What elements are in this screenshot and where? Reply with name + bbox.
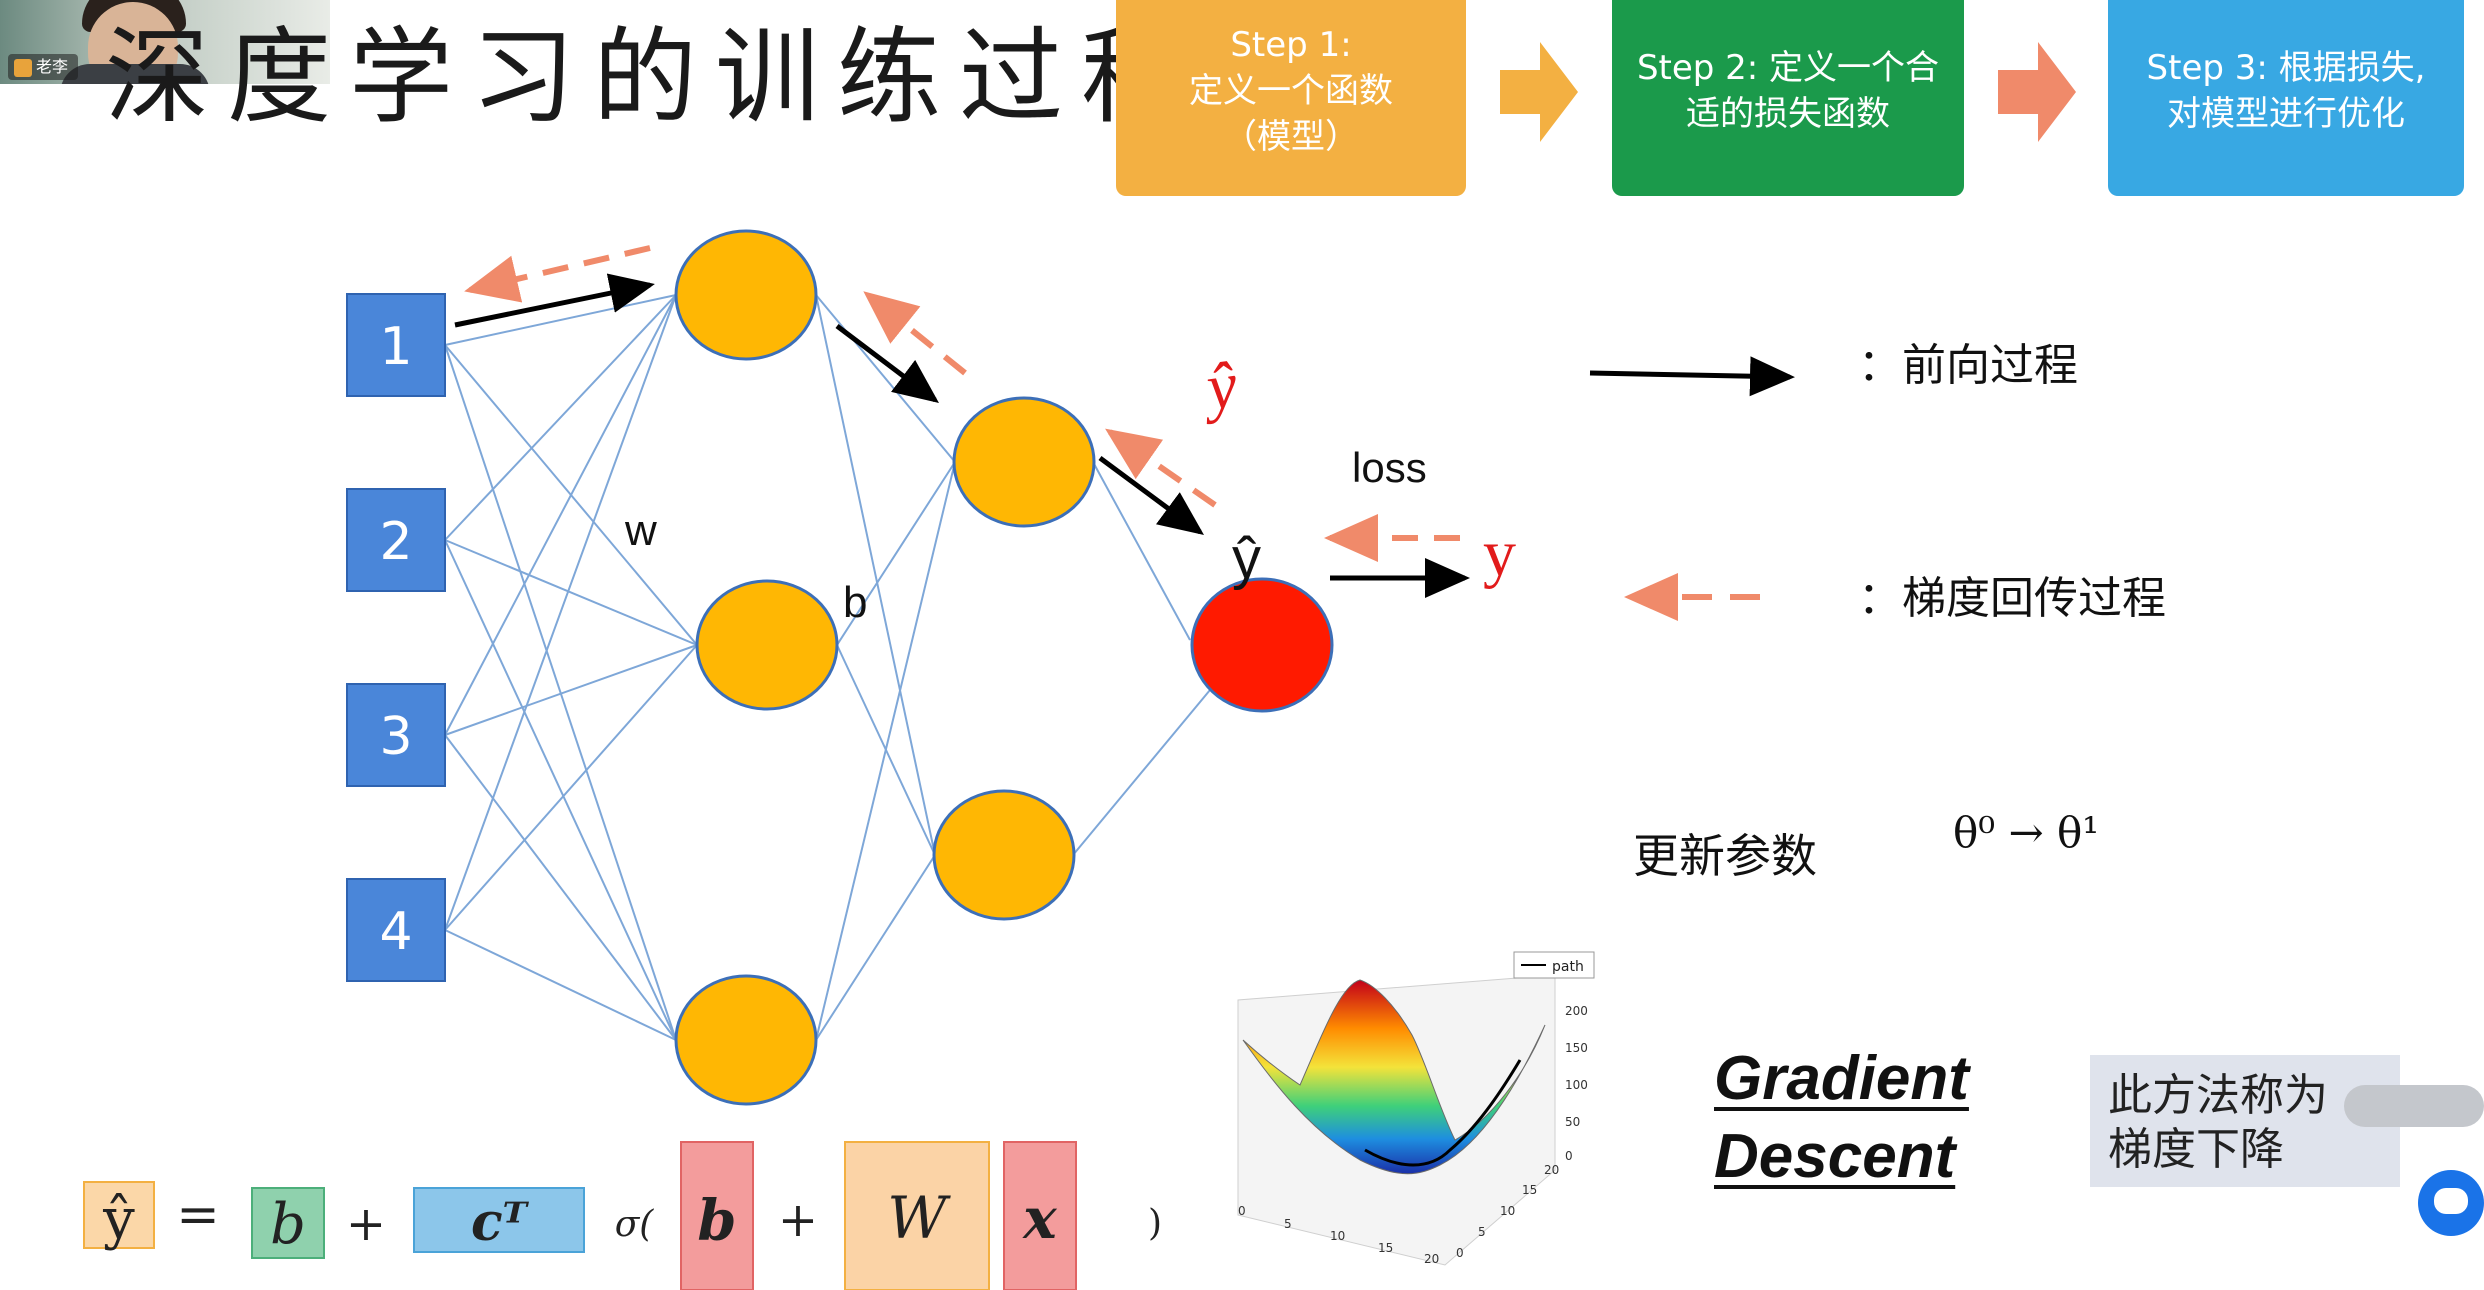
step-2-line-1: Step 2: 定义一个合 [1636, 48, 1940, 89]
step-3-line-1: Step 3: 根据损失, [2146, 48, 2426, 89]
output-node [1190, 577, 1334, 713]
webcam-user-label: 老李 [8, 54, 79, 80]
loss-label: loss [1352, 444, 1427, 491]
z-tick-150: 150 [1565, 1041, 1588, 1055]
y-tick-0: 0 [1456, 1246, 1464, 1260]
step-1-box: Step 1: 定义一个函数 （模型） [1116, 0, 1466, 196]
formula-b1: b [270, 1192, 306, 1257]
step-2-box: Step 2: 定义一个合 适的损失函数 [1612, 0, 1964, 196]
webcam-user-name: 老李 [36, 57, 69, 76]
formula-b2: b [697, 1188, 736, 1254]
caption-line-1: 此方法称为 [2108, 1070, 2328, 1121]
presenter-shirt [60, 64, 210, 84]
step-3-box: Step 3: 根据损失, 对模型进行优化 [2108, 0, 2464, 196]
network-edges [444, 294, 1211, 1041]
z-tick-0: 0 [1565, 1149, 1573, 1163]
yhat-label: ŷ [1232, 526, 1261, 591]
step-1-line-2: 定义一个函数 [1189, 71, 1393, 112]
z-tick-100: 100 [1565, 1078, 1588, 1092]
y-tick-10: 10 [1500, 1204, 1515, 1218]
x-tick-10: 10 [1330, 1229, 1345, 1243]
slide-title: 深度学习的训练过程。 [105, 16, 1326, 138]
hidden-layer-2 [932, 396, 1096, 921]
surface-legend-label: path [1552, 959, 1584, 975]
formula-x: x [1022, 1186, 1057, 1252]
step-1-line-1: Step 1: [1230, 25, 1352, 66]
hidden1-node-top [674, 229, 818, 361]
x-tick-5: 5 [1284, 1217, 1292, 1231]
descent-path-line [1364, 1059, 1522, 1167]
hidden2-node-top [952, 396, 1096, 528]
surface-mesh [1242, 979, 1546, 1175]
backprop-arrows [464, 245, 1460, 562]
forward-arrows [454, 273, 1470, 598]
hidden1-node-bottom [674, 974, 818, 1106]
step-2-line-2: 适的损失函数 [1686, 94, 1890, 134]
z-tick-50: 50 [1565, 1115, 1580, 1129]
weight-label: w [624, 506, 657, 555]
input-label-3: 3 [379, 707, 412, 767]
formula-yhat: ŷ [102, 1187, 135, 1252]
scroll-handle[interactable] [2344, 1085, 2484, 1127]
hidden2-node-bottom [932, 789, 1076, 921]
formula-plus2: + [778, 1192, 818, 1248]
input-node-3 [346, 683, 446, 787]
update-params-label: 更新参数 [1633, 829, 1817, 883]
chat-icon [2434, 1188, 2468, 1214]
formula-plus1: + [346, 1196, 386, 1252]
target-y-label: y [1483, 517, 1516, 590]
step-arrow-2-icon [1998, 42, 2076, 142]
bias-label: b [843, 578, 867, 627]
gradient-descent-heading: Gradient Descent [1714, 1040, 1984, 1195]
x-tick-15: 15 [1378, 1241, 1393, 1255]
x-tick-20: 20 [1424, 1252, 1439, 1266]
descent-word: Descent [1714, 1121, 1956, 1191]
step-3-line-2: 对模型进行优化 [2167, 94, 2405, 134]
handwritten-yhat-annotation: ŷ [1196, 348, 1242, 425]
input-node-2 [346, 488, 446, 592]
y-tick-15: 15 [1522, 1183, 1537, 1197]
legend-backward-label: ：梯度回传过程 [1858, 573, 2166, 624]
legend-forward-label: ：前向过程 [1858, 340, 2078, 391]
user-icon [14, 58, 32, 77]
hidden1-node-middle [695, 579, 839, 711]
step-1-line-3: （模型） [1223, 116, 1359, 157]
z-tick-200: 200 [1565, 1004, 1588, 1018]
y-tick-20: 20 [1544, 1163, 1559, 1177]
x-tick-0: 0 [1238, 1204, 1246, 1218]
formula-close: ) [1148, 1203, 1162, 1244]
input-label-4: 4 [379, 902, 412, 962]
step-arrow-1-icon [1500, 42, 1578, 142]
hidden-layer-1 [674, 229, 839, 1106]
method-caption-box: 此方法称为 梯度下降 [2090, 1055, 2400, 1187]
input-node-1 [346, 293, 446, 397]
y-tick-5: 5 [1478, 1225, 1486, 1239]
formula-sigma: σ( [615, 1204, 655, 1245]
formula-W: W [887, 1184, 951, 1252]
gradient-word: Gradient [1714, 1044, 1969, 1113]
input-label-1: 1 [379, 317, 412, 377]
formula-cT: cᵀ [471, 1192, 530, 1253]
input-node-4 [346, 878, 446, 982]
chat-bubble-button[interactable] [2418, 1170, 2484, 1236]
loss-surface-plot: path 200 150 100 50 0 0 5 10 15 20 0 5 1… [1237, 951, 1595, 1266]
input-label-2: 2 [379, 512, 412, 572]
caption-line-2: 梯度下降 [2108, 1123, 2284, 1175]
formula-equals: = [176, 1185, 220, 1245]
legend-forward-arrow-icon [1589, 356, 1795, 397]
formula-row: ŷ = b + cᵀ σ( b + W x ) [83, 1141, 1162, 1290]
input-layer: 1 2 3 4 [346, 293, 446, 982]
update-params-formula: θ⁰ → θ¹ [1953, 808, 2099, 857]
